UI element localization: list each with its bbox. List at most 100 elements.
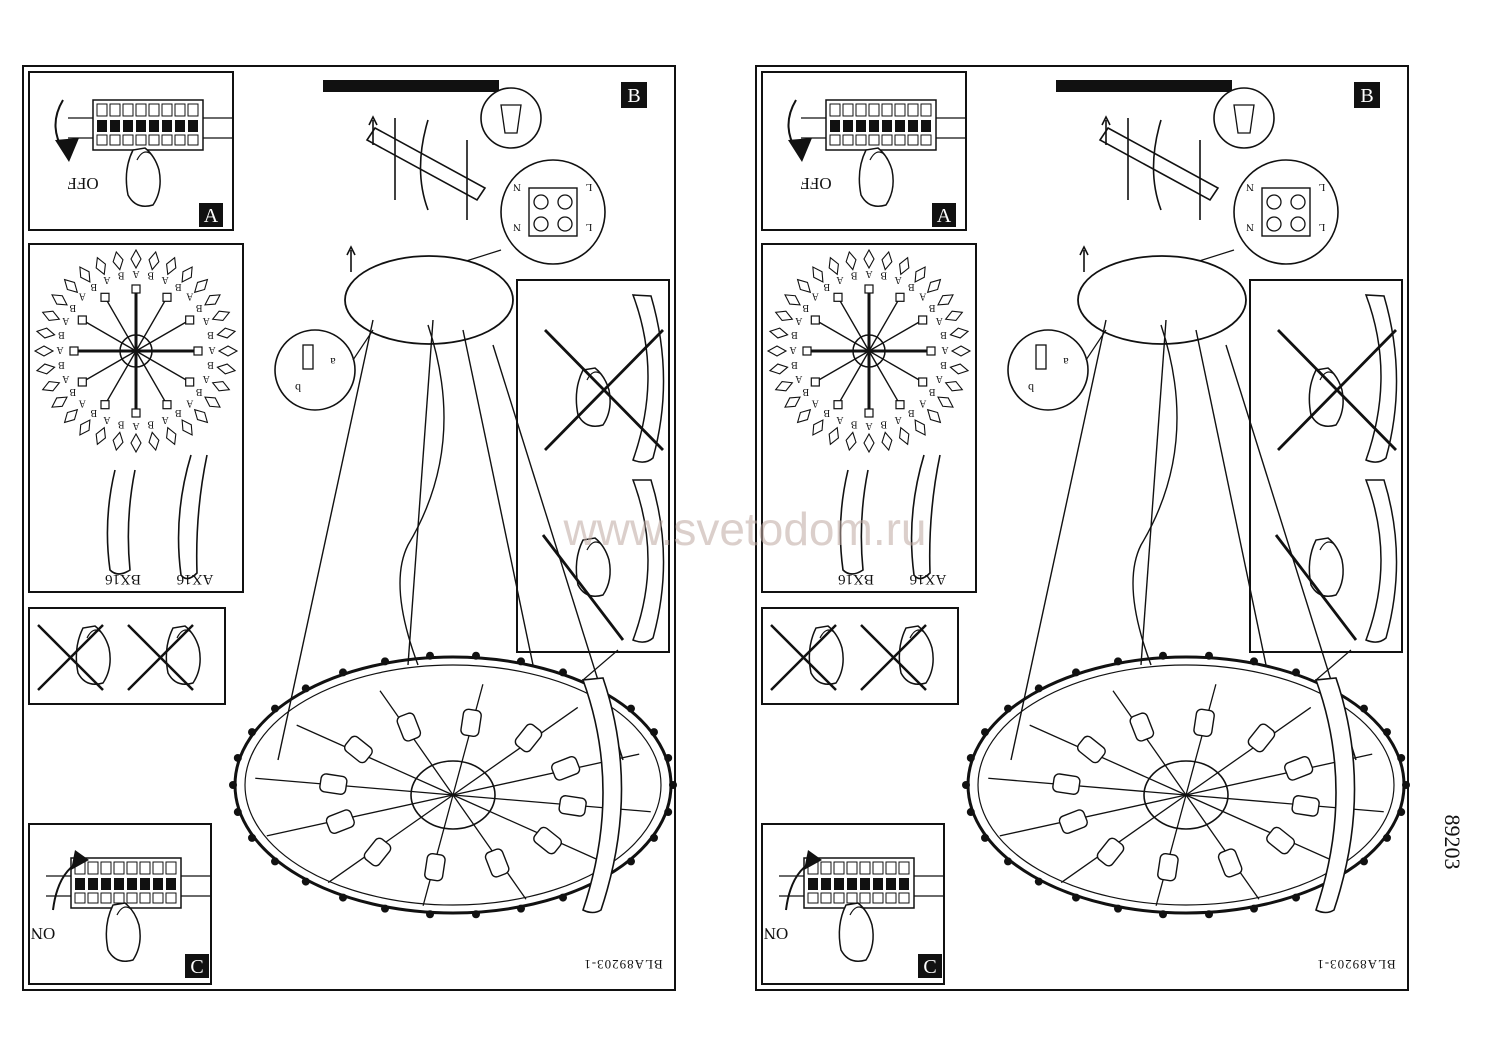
crystal-position-label: B [90, 281, 97, 292]
lamp-socket-icon [1247, 723, 1276, 753]
crystal-hook-icon [381, 657, 390, 666]
crystal-hook-icon [966, 753, 975, 762]
hand-icon [575, 537, 611, 597]
breaker-switch [101, 878, 111, 890]
crystal-hook-icon [1292, 668, 1300, 677]
breaker-switch [166, 878, 176, 890]
crystal-icon [926, 408, 942, 424]
ring-arm [1185, 794, 1343, 866]
crystal-position-label: B [929, 386, 936, 397]
up-arrow-icon [368, 115, 378, 145]
socket-icon [810, 315, 820, 325]
crystal-position-label: A [161, 274, 169, 285]
breaker-terminal [881, 103, 893, 117]
crystal-icon [631, 479, 665, 643]
crystal-hook-icon [339, 668, 347, 677]
breaker-terminal [842, 134, 854, 146]
crystal-icon [944, 310, 964, 321]
crystal-position-label: A [935, 373, 943, 384]
ring-arm [379, 690, 454, 796]
step-a-frame [28, 71, 234, 231]
arrow-head-icon [71, 850, 89, 870]
crystal-icon [51, 396, 68, 408]
breaker-terminal [898, 892, 910, 904]
breaker-switch [834, 878, 844, 890]
ring-arm [1155, 794, 1187, 906]
crystal-hook-icon [233, 808, 242, 817]
crystal-hook-icon [1359, 704, 1368, 713]
crystal-icon [863, 432, 875, 454]
crystal-hook-icon [1397, 753, 1406, 762]
crystal-hook-icon [981, 728, 990, 737]
crystal-position-label: B [118, 419, 125, 430]
lamp-socket-icon [1284, 756, 1314, 781]
crystal-hook-icon [664, 753, 673, 762]
breaker-terminal [161, 103, 173, 117]
crystal-hook-icon [271, 857, 280, 866]
crystal-icon [193, 278, 209, 294]
lamp-socket-icon [1096, 837, 1125, 867]
finger-icon [586, 371, 602, 381]
step-c-label: C [923, 956, 936, 978]
crystal-hook-icon [426, 910, 435, 919]
crystal-icon [95, 256, 106, 276]
crystal-icon [937, 294, 954, 306]
arrow-head-icon [804, 850, 822, 870]
terminal-letter: N [513, 221, 521, 233]
crystal-position-label: A [894, 274, 902, 285]
arm-line [135, 296, 168, 352]
crystal-hook-icon [1292, 893, 1300, 902]
step-c-badge [185, 954, 209, 978]
breaker-terminal [907, 134, 919, 146]
lamp-socket-icon [558, 795, 587, 817]
crystal-position-label: A [865, 268, 873, 279]
crystal-icon [796, 278, 812, 294]
breaker-terminal [842, 103, 854, 117]
hand-icon [75, 625, 111, 685]
ceiling-hatch [323, 80, 499, 92]
breaker-terminal [174, 134, 186, 146]
socket-icon [193, 346, 203, 356]
crystal-hook-icon [966, 808, 975, 817]
terminal-letter: N [1246, 221, 1254, 233]
crystal-icon [899, 256, 910, 276]
screw-mark-b: b [1028, 381, 1034, 395]
socket-icon [185, 315, 195, 325]
breaker-switch [921, 120, 931, 132]
socket-icon [185, 377, 195, 387]
ceiling-mount: B [323, 80, 647, 220]
crystal-position-label: B [69, 302, 76, 313]
step-a-label: A [937, 205, 952, 227]
crystal-icon [79, 266, 91, 283]
lamp-socket-icon [343, 735, 373, 764]
crystal-icon [193, 408, 209, 424]
cross-line [770, 624, 837, 691]
breaker-switch [808, 878, 818, 890]
socket-icon [833, 400, 843, 410]
lamp-socket-icon [396, 712, 422, 742]
breaker-terminal [833, 892, 845, 904]
step-c-box: CON [28, 823, 212, 985]
leader-line [582, 649, 619, 681]
breaker-terminal [100, 861, 112, 875]
crystal-icon [581, 677, 623, 914]
crystal-icon [181, 266, 193, 283]
up-arrow-icon [1079, 245, 1089, 272]
terminal-screw-icon [1290, 194, 1306, 210]
crystal-hook-icon [1249, 904, 1258, 913]
crystal-position-label: A [56, 344, 64, 355]
breaker-switch [873, 878, 883, 890]
crystal-icon [166, 426, 177, 446]
breaker-terminal [894, 103, 906, 117]
breaker-switch [860, 878, 870, 890]
crystal-position-label: A [935, 315, 943, 326]
lamp-socket-icon [319, 773, 348, 795]
crystal-position-label: A [794, 373, 802, 384]
socket-icon [77, 377, 87, 387]
canopy [1077, 255, 1247, 345]
crystal-icon [35, 327, 56, 339]
finger-icon [1319, 371, 1335, 381]
terminal-screw-icon [557, 216, 573, 232]
